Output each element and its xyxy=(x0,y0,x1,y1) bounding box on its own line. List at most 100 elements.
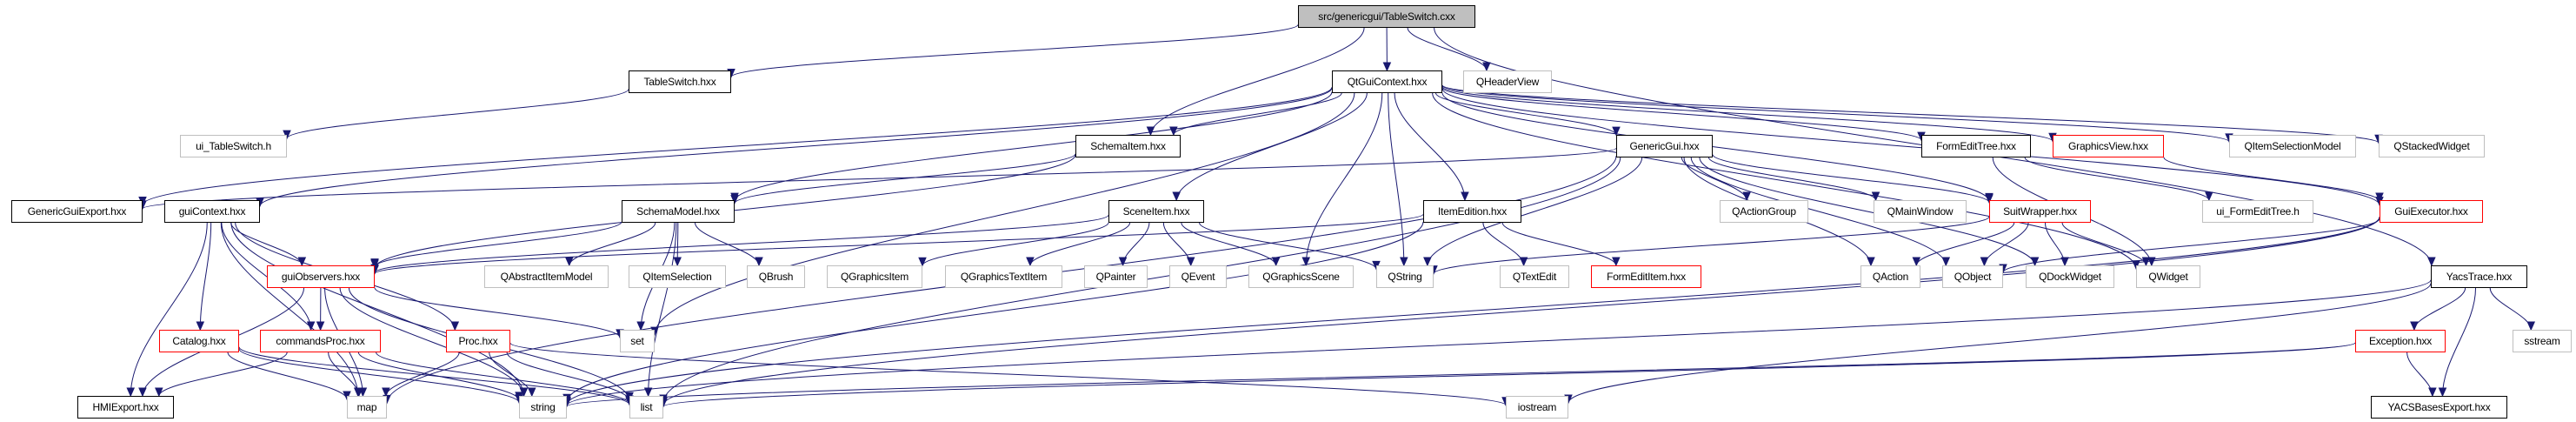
arrowhead-icon xyxy=(1186,257,1195,267)
graph-node-sceneitem-hxx[interactable]: SceneItem.hxx xyxy=(1108,200,1204,223)
node-label: QItemSelection xyxy=(642,271,712,283)
graph-node-guiexecutor-hxx[interactable]: GuiExecutor.hxx xyxy=(2380,200,2483,223)
edge-SuitWrapper_hxx-to-QString xyxy=(1433,216,1990,275)
arrowhead-icon xyxy=(2427,257,2436,267)
edge-SceneItem_hxx-to-guiObservers_hxx xyxy=(374,214,1109,273)
node-label: QObject xyxy=(1954,271,1992,283)
arrowhead-icon xyxy=(673,257,682,267)
edge-guiObservers_hxx-to-string xyxy=(339,287,524,397)
edge-GenericGui_hxx-to-QDockWidget xyxy=(1699,157,2036,266)
graph-node-sstream: sstream xyxy=(2513,330,2572,352)
arrowhead-icon xyxy=(1146,126,1155,137)
graph-node-qtguicontext-hxx[interactable]: QtGuiContext.hxx xyxy=(1332,70,1442,93)
edge-GenericGui_hxx-to-QString xyxy=(1427,157,1643,266)
graph-node-commandsproc-hxx[interactable]: commandsProc.hxx xyxy=(260,330,381,352)
arrowhead-icon xyxy=(370,258,379,268)
edge-QtGuiContext_hxx-to-GenericGuiExport_hxx xyxy=(142,87,1333,205)
graph-node-exception-hxx[interactable]: Exception.hxx xyxy=(2355,330,2446,352)
edge-QtGuiContext_hxx-to-GuiExecutor_hxx xyxy=(1441,88,2380,205)
node-label: YacsTrace.hxx xyxy=(2446,271,2513,283)
node-label: QMainWindow xyxy=(1887,205,1954,218)
edge-GenericGui_hxx-to-QMainWindow xyxy=(1707,157,1877,201)
graph-node-tableswitch-hxx[interactable]: TableSwitch.hxx xyxy=(629,70,731,93)
graph-node-suitwrapper-hxx[interactable]: SuitWrapper.hxx xyxy=(1989,200,2091,223)
node-label: Exception.hxx xyxy=(2368,335,2433,347)
edge-SceneItem_hxx-to-QGraphicsItem xyxy=(922,222,1109,266)
arrowhead-icon xyxy=(1423,257,1432,267)
arrowhead-icon xyxy=(1372,260,1381,271)
graph-node-yacstrace-hxx[interactable]: YacsTrace.hxx xyxy=(2431,265,2527,288)
node-label: QGraphicsTextItem xyxy=(960,271,1048,283)
edge-QtGuiContext_hxx-to-QGraphicsScene xyxy=(1305,92,1383,266)
node-label: QDockWidget xyxy=(2039,271,2101,283)
edge-guiObservers_hxx-to-set xyxy=(374,287,621,338)
edge-SchemaModel_hxx-to-QAbstractItemModel xyxy=(569,222,656,266)
edge-GenericGui_hxx-to-GenericGuiExport_hxx xyxy=(142,147,1617,210)
arrowhead-icon xyxy=(2428,387,2437,398)
edge-root-to-TableSwitch_hxx xyxy=(730,23,1299,77)
graph-node-qgraphicstextitem: QGraphicsTextItem xyxy=(945,265,1062,288)
graph-node-itemedition-hxx[interactable]: ItemEdition.hxx xyxy=(1423,200,1521,223)
graph-node-qactiongroup: QActionGroup xyxy=(1720,200,1808,223)
node-label: QBrush xyxy=(758,271,794,283)
graph-node-guicontext-hxx[interactable]: guiContext.hxx xyxy=(164,200,260,223)
arrowhead-icon xyxy=(1461,191,1469,202)
edge-SuitWrapper_hxx-to-QAction xyxy=(1915,222,2015,266)
graph-node-guiobservers-hxx[interactable]: guiObservers.hxx xyxy=(267,265,375,288)
graph-node-ui-tableswitch-h: ui_TableSwitch.h xyxy=(180,135,287,157)
arrowhead-icon xyxy=(343,391,351,401)
edge-guiContext_hxx-to-Catalog_hxx xyxy=(199,222,212,331)
edge-QtGuiContext_hxx-to-ItemEdition_hxx xyxy=(1394,92,1466,201)
arrowhead-icon xyxy=(1301,257,1311,267)
graph-node-formedititem-hxx[interactable]: FormEditItem.hxx xyxy=(1591,265,1701,288)
graph-node-catalog-hxx[interactable]: Catalog.hxx xyxy=(159,330,239,352)
node-label: QPainter xyxy=(1095,271,1136,283)
graph-node-qbrush: QBrush xyxy=(747,265,805,288)
graph-node-formedittree-hxx[interactable]: FormEditTree.hxx xyxy=(1921,135,2031,157)
edge-QtGuiContext_hxx-to-guiContext_hxx xyxy=(259,87,1333,207)
arrowhead-icon xyxy=(1400,257,1408,267)
graph-node-string: string xyxy=(519,396,567,419)
arrowhead-icon xyxy=(2060,257,2069,267)
node-label: guiContext.hxx xyxy=(178,205,246,218)
arrowhead-icon xyxy=(450,321,460,332)
arrowhead-icon xyxy=(2410,321,2419,332)
arrowhead-icon xyxy=(283,130,291,140)
node-label: ItemEdition.hxx xyxy=(1437,205,1508,218)
graph-node-qitemselectionmodel: QItemSelectionModel xyxy=(2229,135,2356,157)
edge-ItemEdition_hxx-to-FormEditItem_hxx xyxy=(1501,222,1617,266)
arrowhead-icon xyxy=(730,195,739,204)
node-label: GraphicsView.hxx xyxy=(2068,140,2148,152)
graph-node-hmiexport-hxx[interactable]: HMIExport.hxx xyxy=(77,396,174,419)
edge-YacsTrace_hxx-to-iostream xyxy=(1568,283,2432,404)
graph-node-ui-formedittree-h: ui_FormEditTree.h xyxy=(2202,200,2313,223)
graph-node-qevent: QEvent xyxy=(1169,265,1227,288)
graph-node-graphicsview-hxx[interactable]: GraphicsView.hxx xyxy=(2053,135,2164,157)
graph-node-qmainwindow: QMainWindow xyxy=(1874,200,1967,223)
graph-node-genericgui-hxx[interactable]: GenericGui.hxx xyxy=(1616,135,1713,157)
graph-node-root[interactable]: src/genericgui/TableSwitch.cxx xyxy=(1298,5,1475,28)
arrowhead-icon xyxy=(1026,257,1035,267)
arrowhead-icon xyxy=(1172,191,1181,202)
graph-node-genericguiexport-hxx[interactable]: GenericGuiExport.hxx xyxy=(11,200,143,223)
arrowhead-icon xyxy=(755,257,763,267)
graph-node-qheaderview: QHeaderView xyxy=(1463,70,1552,93)
graph-node-schemaitem-hxx[interactable]: SchemaItem.hxx xyxy=(1075,135,1181,157)
node-label: SchemaModel.hxx xyxy=(636,205,720,218)
arrowhead-icon xyxy=(1871,191,1880,202)
edge-SceneItem_hxx-to-QGraphicsTextItem xyxy=(1029,222,1131,266)
edge-GuiExecutor_hxx-to-QObject xyxy=(2002,218,2380,273)
edge-ItemEdition_hxx-to-guiObservers_hxx xyxy=(374,213,1424,274)
node-label: Catalog.hxx xyxy=(172,335,226,347)
arrowhead-icon xyxy=(1612,257,1621,267)
edge-GraphicsView_hxx-to-GuiExecutor_hxx xyxy=(2163,157,2380,202)
graph-node-yacsbasesexport-hxx[interactable]: YACSBasesExport.hxx xyxy=(2371,396,2507,419)
edge-ItemEdition_hxx-to-string xyxy=(566,221,1424,403)
graph-node-schemamodel-hxx[interactable]: SchemaModel.hxx xyxy=(622,200,735,223)
graph-node-proc-hxx[interactable]: Proc.hxx xyxy=(446,330,510,352)
edge-GuiExecutor_hxx-to-list xyxy=(662,217,2380,405)
edge-TableSwitch_hxx-to-ui_TableSwitch_h xyxy=(286,89,629,139)
node-label: QActionGroup xyxy=(1732,205,1796,218)
edge-SchemaModel_hxx-to-guiObservers_hxx xyxy=(374,221,622,268)
